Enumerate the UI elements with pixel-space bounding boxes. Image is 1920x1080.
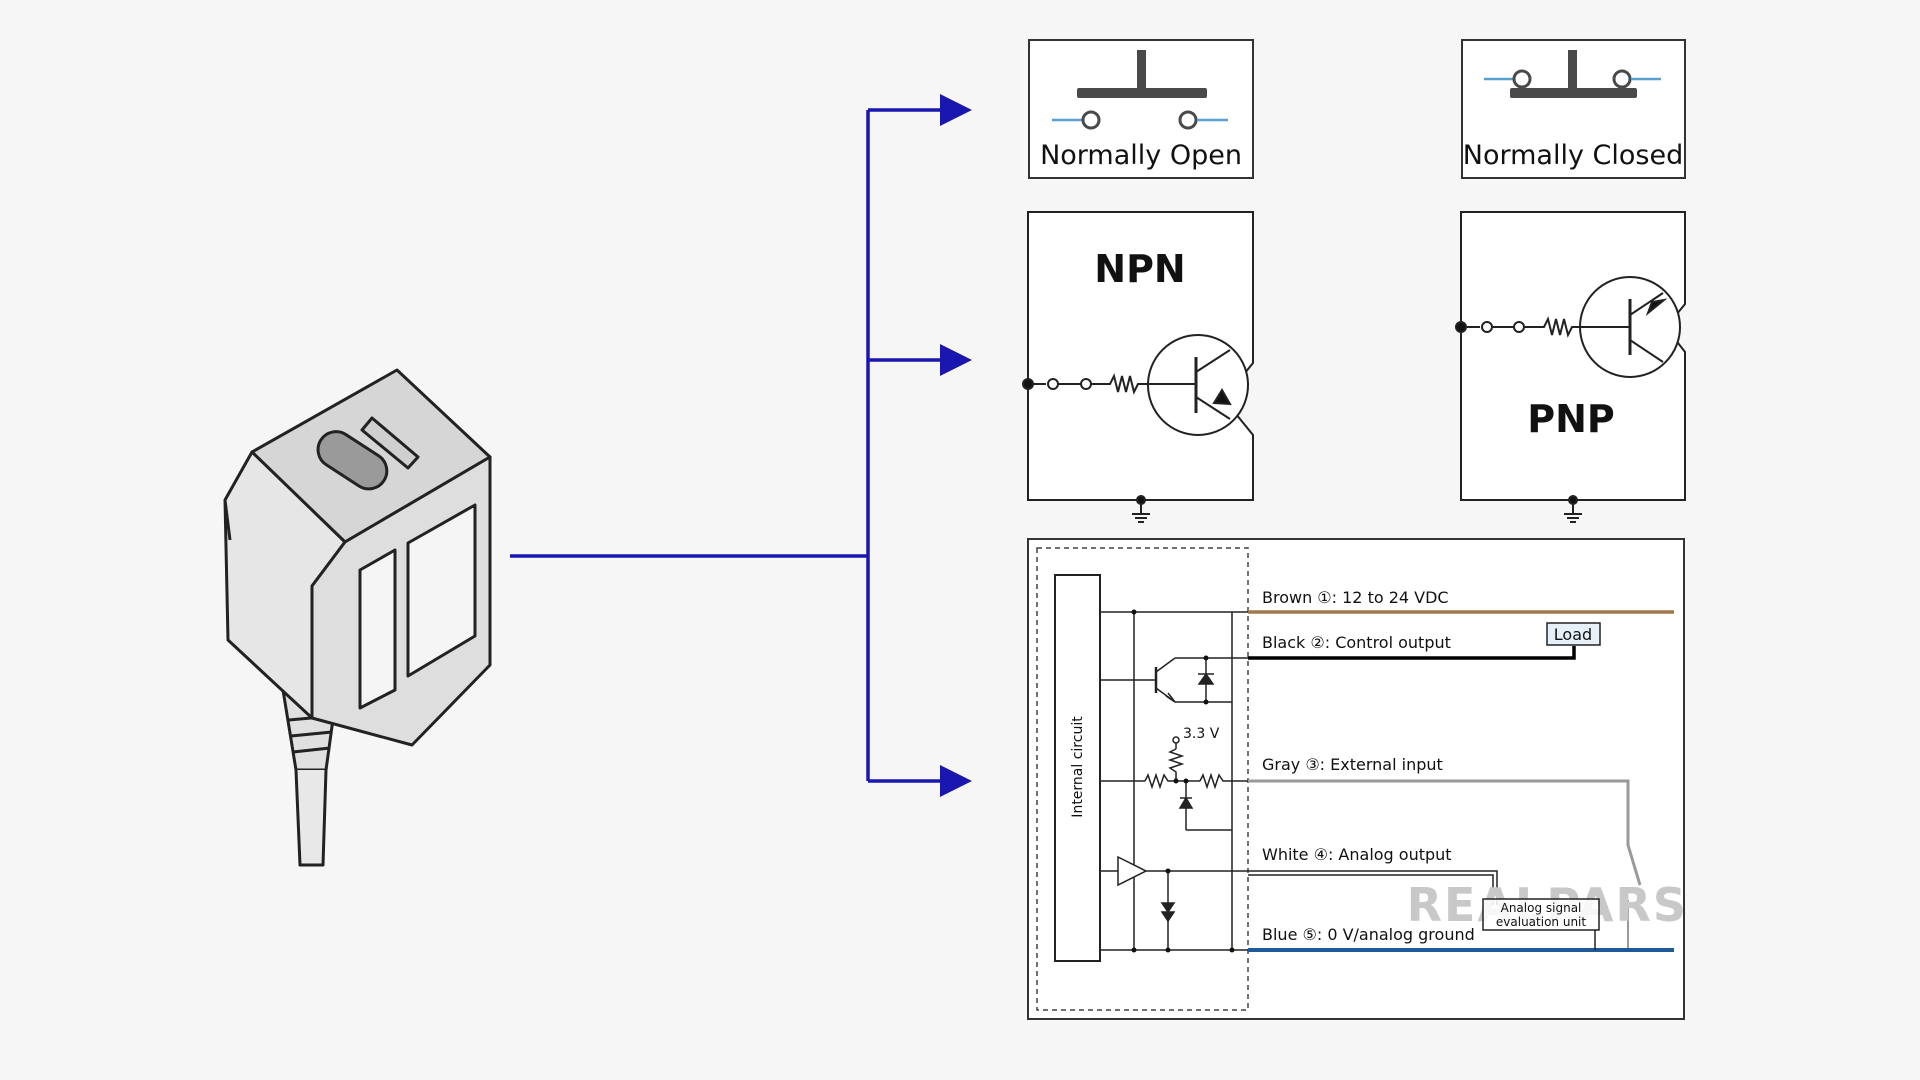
normally-open-contact-icon (1052, 50, 1228, 130)
zener-diode-icon (1197, 672, 1215, 685)
resistor-icon (1091, 373, 1196, 395)
analog-unit-line1: Analog signal (1501, 901, 1582, 915)
wiring-diagram: Internal circuit (1027, 538, 1686, 1020)
npn-card (1022, 211, 1254, 523)
wire-label-gray: Gray ③: External input (1262, 755, 1443, 774)
resistor-icon (1199, 772, 1248, 790)
photoelectric-sensor-icon (223, 368, 492, 867)
analog-unit-line2: evaluation unit (1496, 915, 1586, 929)
ground-icon (1132, 495, 1150, 523)
wire-label-brown: Brown ①: 12 to 24 VDC (1262, 588, 1449, 607)
load-box (1546, 622, 1601, 646)
ground-icon (1564, 495, 1582, 523)
wire-label-black: Black ②: Control output (1262, 633, 1451, 652)
analog-unit-box (1482, 898, 1600, 931)
amplifier-icon (1117, 855, 1148, 887)
normally-closed-label: Normally Closed (1463, 140, 1683, 171)
npn-label: NPN (1094, 247, 1185, 291)
normally-open-card: Normally Open (1028, 39, 1254, 179)
pnp-label: PNP (1527, 397, 1615, 441)
resistor-icon (1524, 316, 1630, 338)
pnp-card (1455, 211, 1686, 523)
resistor-icon (1167, 748, 1185, 781)
normally-closed-card: Normally Closed (1461, 39, 1686, 179)
normally-closed-contact-icon (1484, 50, 1661, 98)
load-label: Load (1554, 625, 1592, 644)
voltage-label: 3.3 V (1183, 726, 1220, 742)
branch-connector (510, 105, 952, 786)
normally-open-label: Normally Open (1040, 140, 1242, 171)
transistor-icon (1147, 334, 1249, 436)
internal-circuit-label: Internal circuit (1070, 716, 1086, 818)
wire-label-white: White ④: Analog output (1262, 845, 1452, 864)
zener-diode-icon (1160, 902, 1176, 914)
resistor-icon (1144, 772, 1200, 790)
zener-diode-icon (1178, 796, 1194, 809)
wire-label-blue: Blue ⑤: 0 V/analog ground (1262, 925, 1475, 944)
